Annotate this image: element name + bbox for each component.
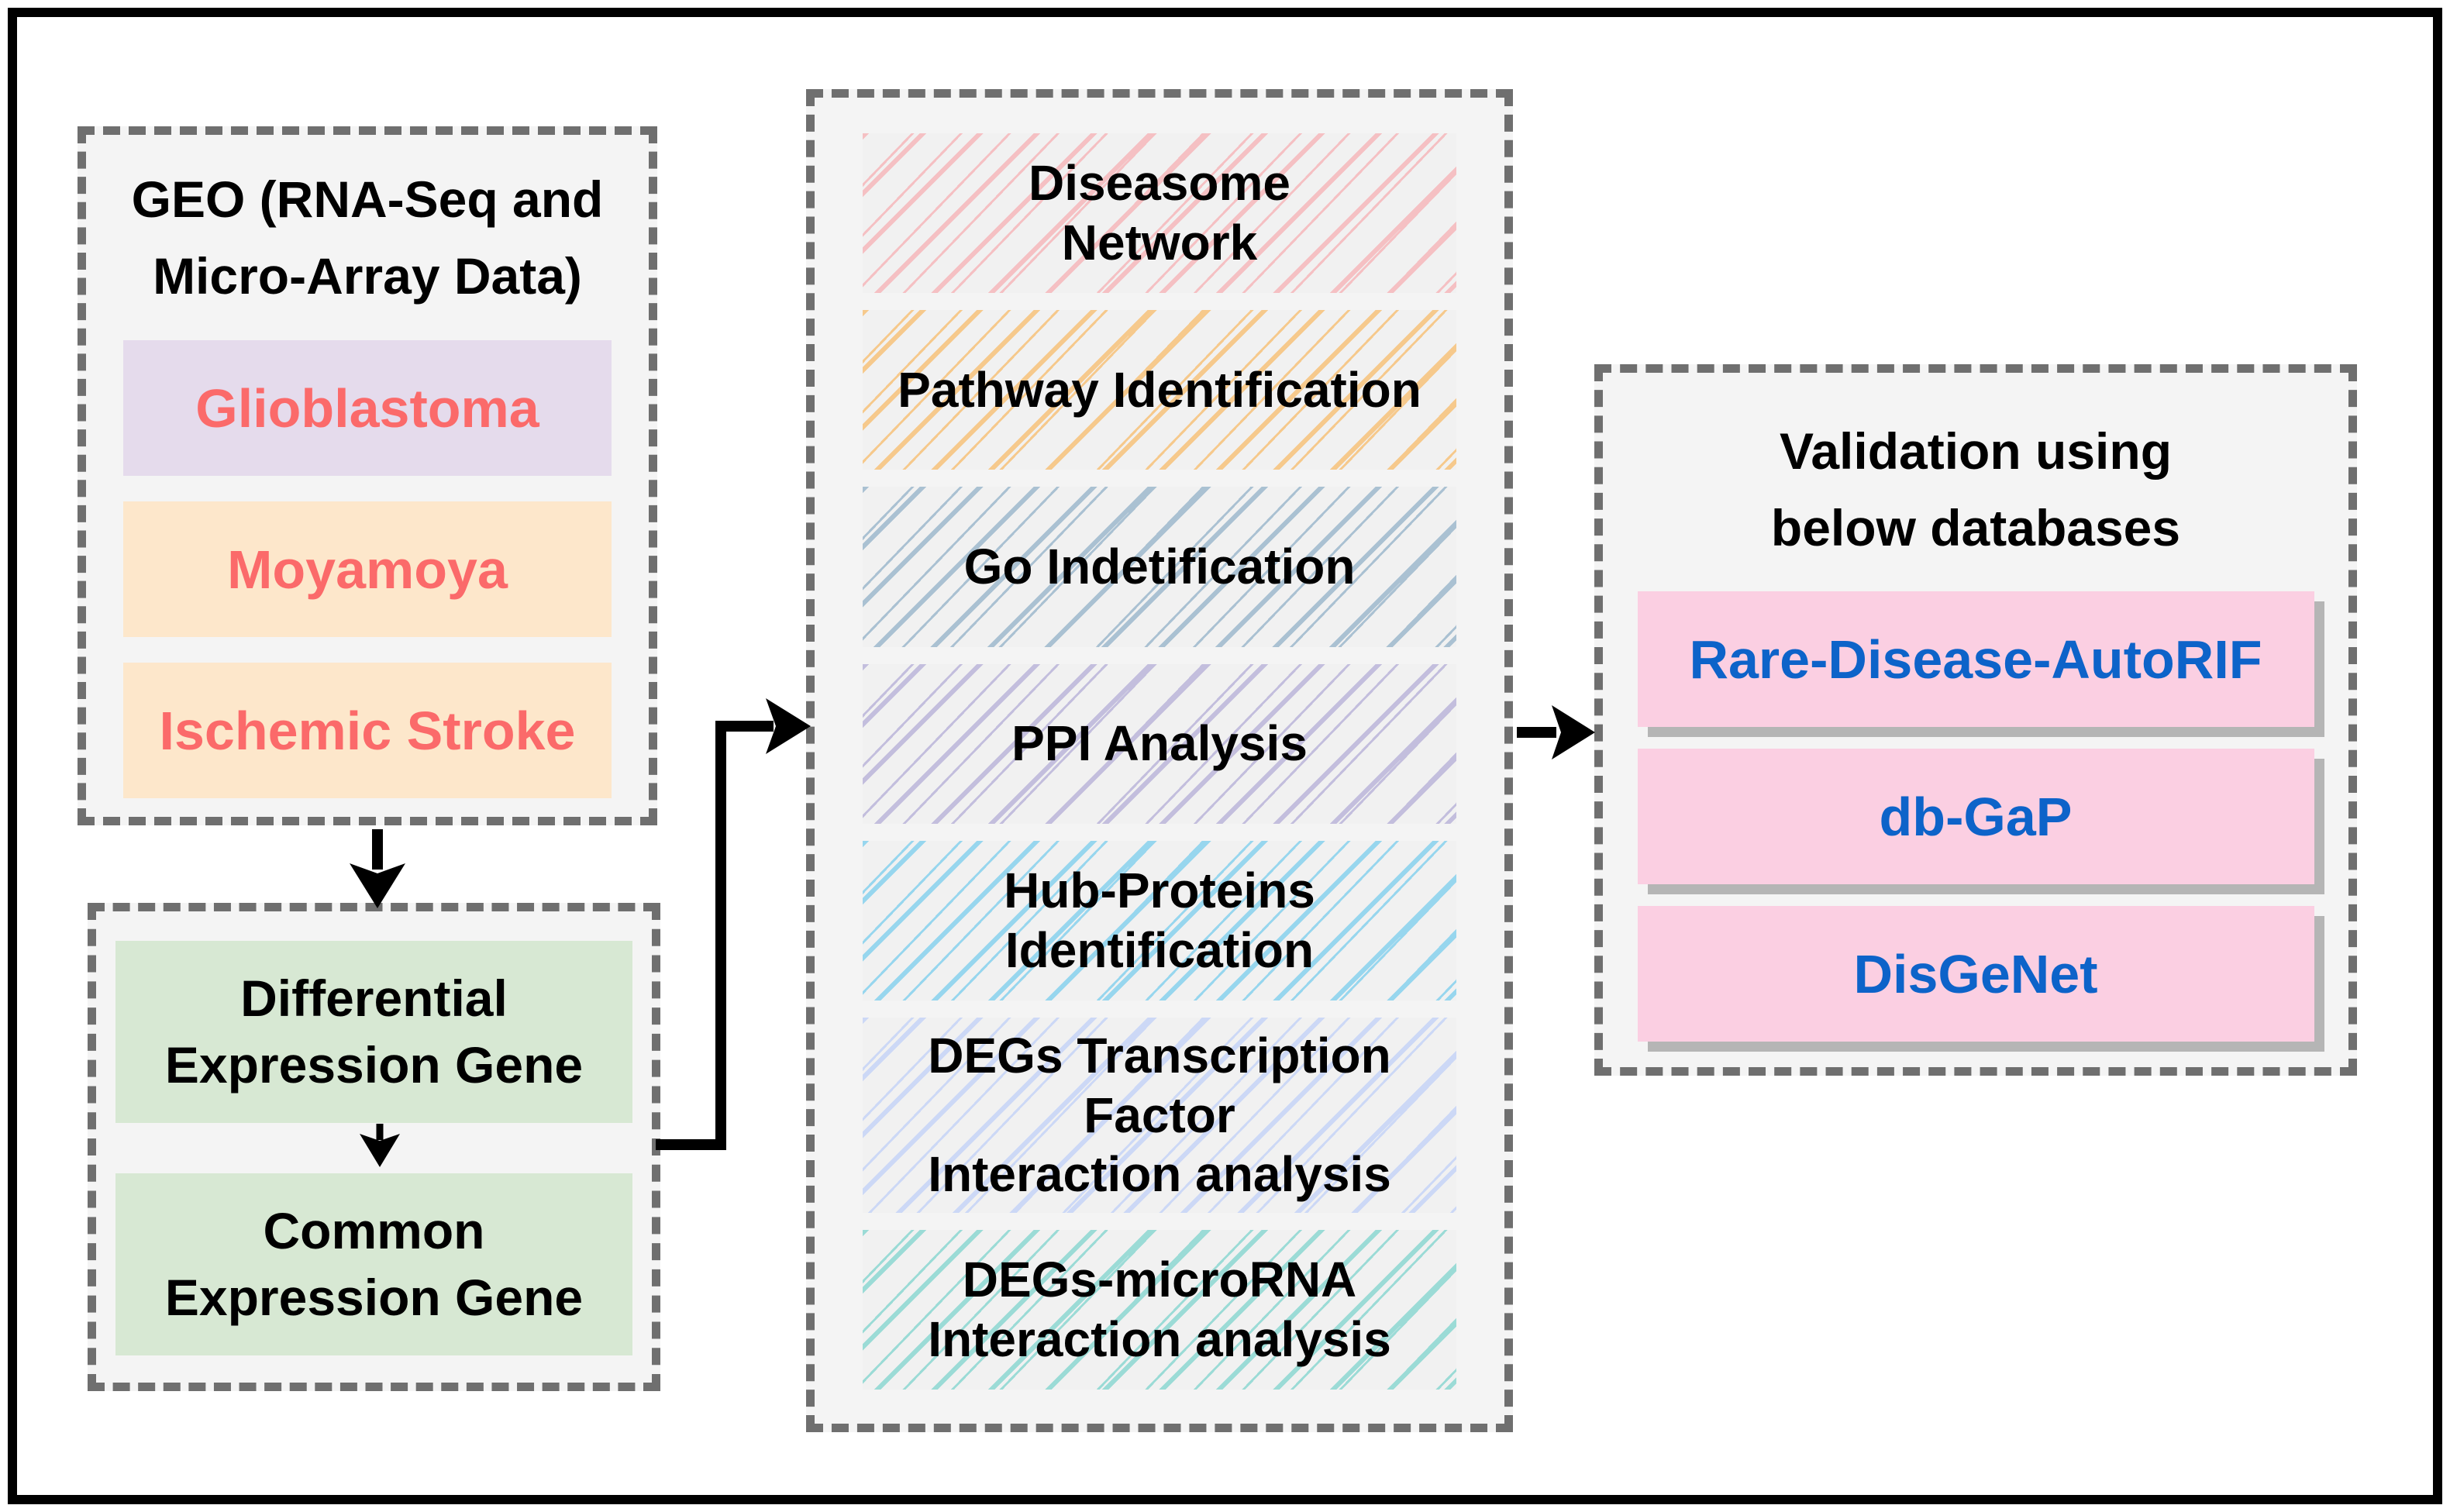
deg-box-common: Common Expression Gene [115,1173,632,1355]
database-box-rare-disease-autorif: Rare-Disease-AutoRIF [1637,591,2314,727]
analysis-step-hub-proteins: Hub-Proteins Identification [863,840,1456,1001]
disease-box-ischemic-stroke: Ischemic Stroke [123,663,612,798]
analysis-panel: Diseasome Network Pathway Identification… [806,89,1513,1432]
analysis-step-ppi-analysis: PPI Analysis [863,663,1456,824]
deg-panel: Differential Expression Gene Common Expr… [88,903,660,1391]
deg-box-differential: Differential Expression Gene [115,941,632,1123]
disease-box-moyamoya: Moyamoya [123,501,612,637]
database-label-dbgap: db-GaP [1879,786,2073,847]
disease-label-glioblastoma: Glioblastoma [195,377,539,439]
analysis-step-diseasome-network: Diseasome Network [863,133,1456,294]
disease-box-glioblastoma: Glioblastoma [123,340,612,476]
database-label-rare-disease-autorif: Rare-Disease-AutoRIF [1689,629,2262,690]
disease-label-ischemic-stroke: Ischemic Stroke [159,700,576,761]
analysis-step-degs-transcription-factor: DEGs Transcription Factor Interaction an… [863,1018,1456,1213]
database-label-disgenet: DisGeNet [1853,943,2098,1004]
analysis-step-go-identification: Go Indetification [863,487,1456,647]
figure-border [8,8,2442,1504]
database-box-disgenet: DisGeNet [1637,906,2314,1042]
geo-panel-title: GEO (RNA-Seq and Micro-Array Data) [131,170,604,305]
analysis-step-degs-microrna: DEGs-microRNA Interaction analysis [863,1229,1456,1390]
database-box-dbgap: db-GaP [1637,749,2314,884]
geo-panel: GEO (RNA-Seq and Micro-Array Data) Gliob… [78,126,657,825]
validation-panel-title: Validation using below databases [1770,422,2181,556]
validation-panel: Validation using below databases Rare-Di… [1594,364,2357,1076]
analysis-step-pathway-identification: Pathway Identification [863,310,1456,470]
disease-label-moyamoya: Moyamoya [227,539,508,600]
